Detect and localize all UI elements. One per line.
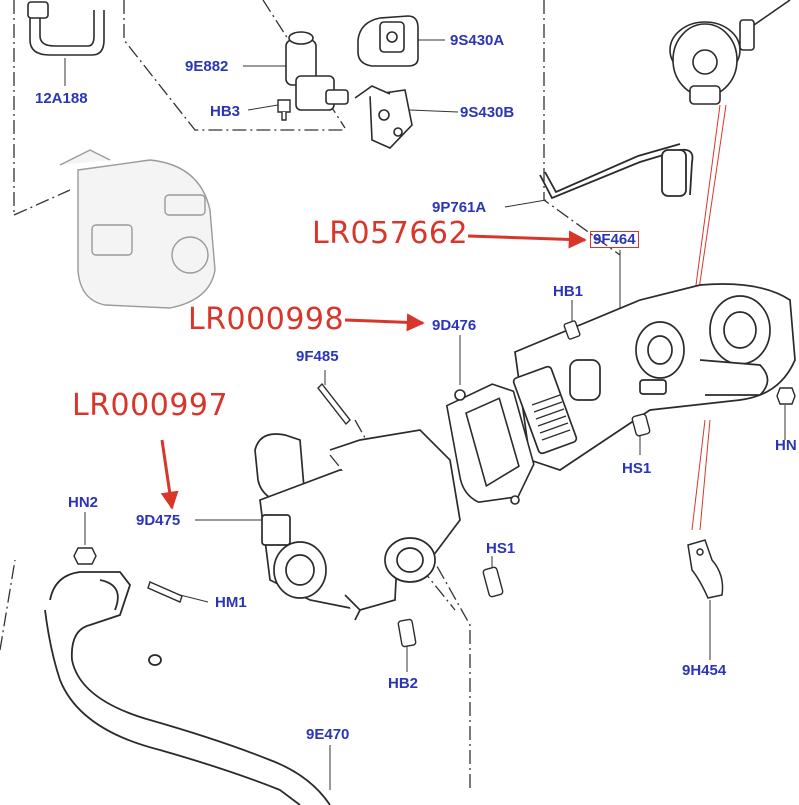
egr-valve-9D475 bbox=[254, 429, 461, 621]
callout-9F485: 9F485 bbox=[296, 348, 339, 365]
callout-9F464: 9F464 bbox=[590, 231, 639, 248]
solenoid-valve-9E882 bbox=[285, 31, 349, 111]
gasket-9D476 bbox=[445, 383, 535, 505]
nut-HN2-drawing bbox=[73, 547, 97, 565]
callout-9S430B: 9S430B bbox=[460, 104, 515, 121]
stud-9F485-drawing bbox=[317, 382, 351, 426]
reference-number-valve: LR000997 bbox=[72, 388, 229, 423]
bolt-HB1-drawing bbox=[563, 320, 581, 340]
callout-HS1-lower: HS1 bbox=[486, 540, 516, 557]
callout-9D475: 9D475 bbox=[136, 512, 181, 529]
bracket-9S430B bbox=[354, 85, 413, 149]
callout-HB2: HB2 bbox=[388, 675, 419, 692]
bracket-9S430A bbox=[357, 15, 419, 67]
callout-9E882: 9E882 bbox=[185, 58, 229, 75]
callout-HN-right: HN bbox=[775, 437, 797, 454]
vacuum-hose bbox=[27, 1, 105, 56]
callout-HM1: HM1 bbox=[215, 594, 247, 611]
callout-9P761A: 9P761A bbox=[432, 199, 487, 216]
vacuum-tube-9P761A bbox=[539, 143, 694, 200]
callout-HS1-right: HS1 bbox=[622, 460, 652, 477]
callout-HN2: HN2 bbox=[68, 494, 99, 511]
callout-12A188: 12A188 bbox=[35, 90, 88, 107]
callout-HB1: HB1 bbox=[553, 283, 584, 300]
bolt-HB3-drawing bbox=[277, 99, 291, 121]
callout-9H454: 9H454 bbox=[682, 662, 727, 679]
callout-9S430A: 9S430A bbox=[450, 32, 505, 49]
reference-number-gasket: LR000998 bbox=[188, 302, 345, 337]
callout-HB3: HB3 bbox=[210, 103, 241, 120]
callout-9D476: 9D476 bbox=[432, 317, 477, 334]
reference-arrows bbox=[160, 230, 587, 510]
stud-HM1-drawing bbox=[147, 581, 183, 603]
reference-number-cooler: LR057662 bbox=[312, 216, 469, 251]
fuel-pump-ghost bbox=[59, 149, 216, 309]
egr-actuator bbox=[669, 0, 791, 105]
callout-9E470: 9E470 bbox=[306, 726, 350, 743]
nut-HN-right-drawing bbox=[776, 387, 796, 405]
clip-9H454-drawing bbox=[687, 539, 724, 599]
egr-cooler-9F464 bbox=[512, 283, 796, 471]
egr-pipe-9E470 bbox=[44, 571, 331, 805]
bolts-HS1-HB2-drawing bbox=[397, 413, 651, 648]
